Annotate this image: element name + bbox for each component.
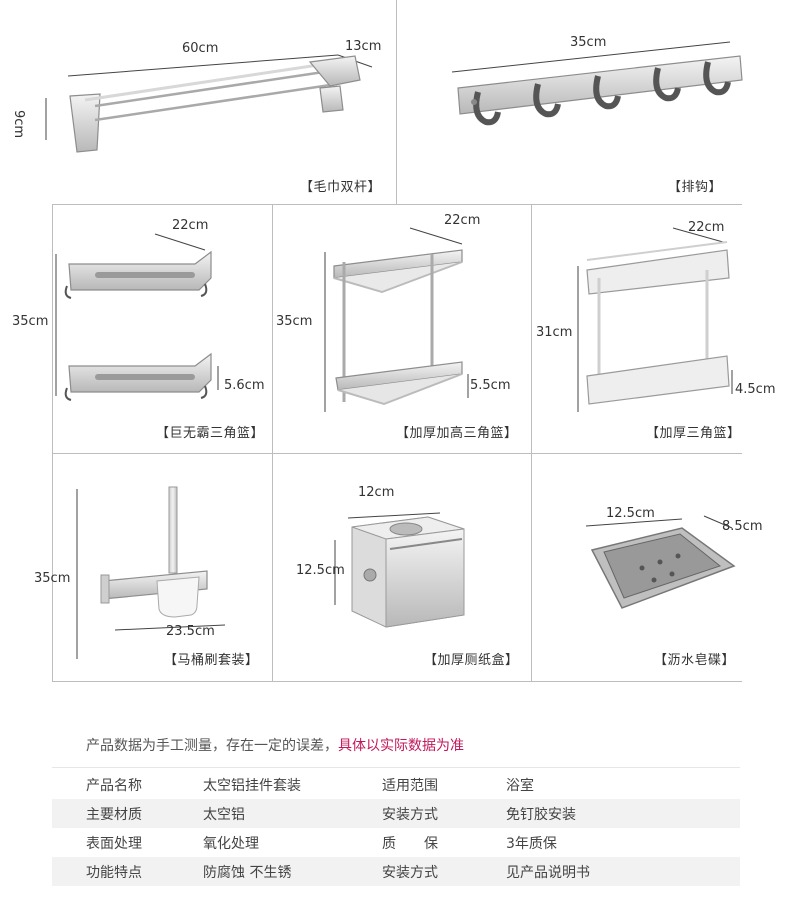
toilet-brush-illustration xyxy=(76,486,226,659)
paper-box-width: 12cm xyxy=(358,485,395,500)
corner-basket-large-illustration xyxy=(55,233,219,401)
spec-value: 氧化处理 xyxy=(203,835,259,852)
hook-rack-illustration xyxy=(451,41,743,126)
spec-key: 表面处理 xyxy=(86,835,142,852)
divider-row-1 xyxy=(52,204,742,205)
corner-basket-thick-height: 31cm xyxy=(536,325,573,340)
spec-table-top-border xyxy=(52,767,740,768)
spec-key: 功能特点 xyxy=(86,864,142,881)
corner-basket-tall-width: 22cm xyxy=(444,213,481,228)
soap-dish-width: 8.5cm xyxy=(722,519,763,534)
soap-dish-caption: 【沥水皂碟】 xyxy=(654,653,736,668)
soap-dish-length: 12.5cm xyxy=(606,506,655,521)
toilet-brush-caption: 【马桶刷套装】 xyxy=(164,653,259,668)
divider-row-3 xyxy=(52,681,742,682)
corner-basket-large-height: 35cm xyxy=(12,314,49,329)
towel-bar-width: 60cm xyxy=(182,41,219,56)
hook-rack-caption: 【排钩】 xyxy=(668,180,723,195)
spec-key: 安装方式 xyxy=(382,864,438,881)
spec-row: 功能特点 防腐蚀 不生锈 安装方式 见产品说明书 xyxy=(52,857,740,886)
spec-value: 见产品说明书 xyxy=(506,864,590,881)
spec-value: 太空铝挂件套装 xyxy=(203,777,301,794)
towel-bar-height: 9cm xyxy=(11,110,26,139)
corner-basket-tall-height: 35cm xyxy=(276,314,313,329)
corner-basket-tall-rim: 5.5cm xyxy=(470,378,511,393)
paper-box-illustration xyxy=(334,512,465,628)
spec-key: 主要材质 xyxy=(86,806,142,823)
spec-value: 免钉胶安装 xyxy=(506,806,576,823)
spec-value: 防腐蚀 不生锈 xyxy=(203,864,292,881)
hook-rack-width: 35cm xyxy=(570,35,607,50)
spec-value: 3年质保 xyxy=(506,835,557,852)
toilet-brush-height: 35cm xyxy=(34,571,71,586)
divider-top-vertical xyxy=(396,0,397,204)
divider-col-2 xyxy=(531,204,532,682)
spec-row: 主要材质 太空铝 安装方式 免钉胶安装 xyxy=(52,799,740,828)
corner-basket-large-width: 22cm xyxy=(172,218,209,233)
corner-basket-tall-caption: 【加厚加高三角篮】 xyxy=(396,426,518,441)
spec-row: 表面处理 氧化处理 质 保 3年质保 xyxy=(52,828,740,857)
spec-key: 产品名称 xyxy=(86,777,142,794)
towel-bar-caption: 【毛巾双杆】 xyxy=(300,180,382,195)
measurement-note-text: 产品数据为手工测量，存在一定的误差， xyxy=(86,738,338,754)
corner-basket-thick-rim: 4.5cm xyxy=(735,382,776,397)
spec-key: 安装方式 xyxy=(382,806,438,823)
divider-row-2 xyxy=(52,453,742,454)
spec-row: 产品名称 太空铝挂件套装 适用范围 浴室 xyxy=(52,770,740,799)
towel-bar-depth: 13cm xyxy=(345,39,382,54)
spec-key: 质 保 xyxy=(382,835,438,852)
corner-basket-thick-illustration xyxy=(577,227,733,412)
corner-basket-large-caption: 【巨无霸三角篮】 xyxy=(156,426,265,441)
spec-value: 浴室 xyxy=(506,777,534,794)
soap-dish-illustration xyxy=(585,515,736,609)
towel-bar-illustration xyxy=(45,54,373,153)
corner-basket-large-rim: 5.6cm xyxy=(224,378,265,393)
paper-box-height: 12.5cm xyxy=(296,563,345,578)
corner-basket-thick-width: 22cm xyxy=(688,220,725,235)
measurement-note: 产品数据为手工测量，存在一定的误差，具体以实际数据为准 xyxy=(86,735,464,755)
divider-col-1 xyxy=(272,204,273,682)
paper-box-caption: 【加厚厕纸盒】 xyxy=(424,653,519,668)
divider-left xyxy=(52,204,53,682)
measurement-note-highlight: 具体以实际数据为准 xyxy=(338,738,464,754)
corner-basket-tall-illustration xyxy=(324,227,469,412)
spec-value: 太空铝 xyxy=(203,806,245,823)
spec-table: 产品名称 太空铝挂件套装 适用范围 浴室 主要材质 太空铝 安装方式 免钉胶安装… xyxy=(52,770,740,886)
spec-key: 适用范围 xyxy=(382,777,438,794)
toilet-brush-width: 23.5cm xyxy=(166,624,215,639)
corner-basket-thick-caption: 【加厚三角篮】 xyxy=(646,426,741,441)
